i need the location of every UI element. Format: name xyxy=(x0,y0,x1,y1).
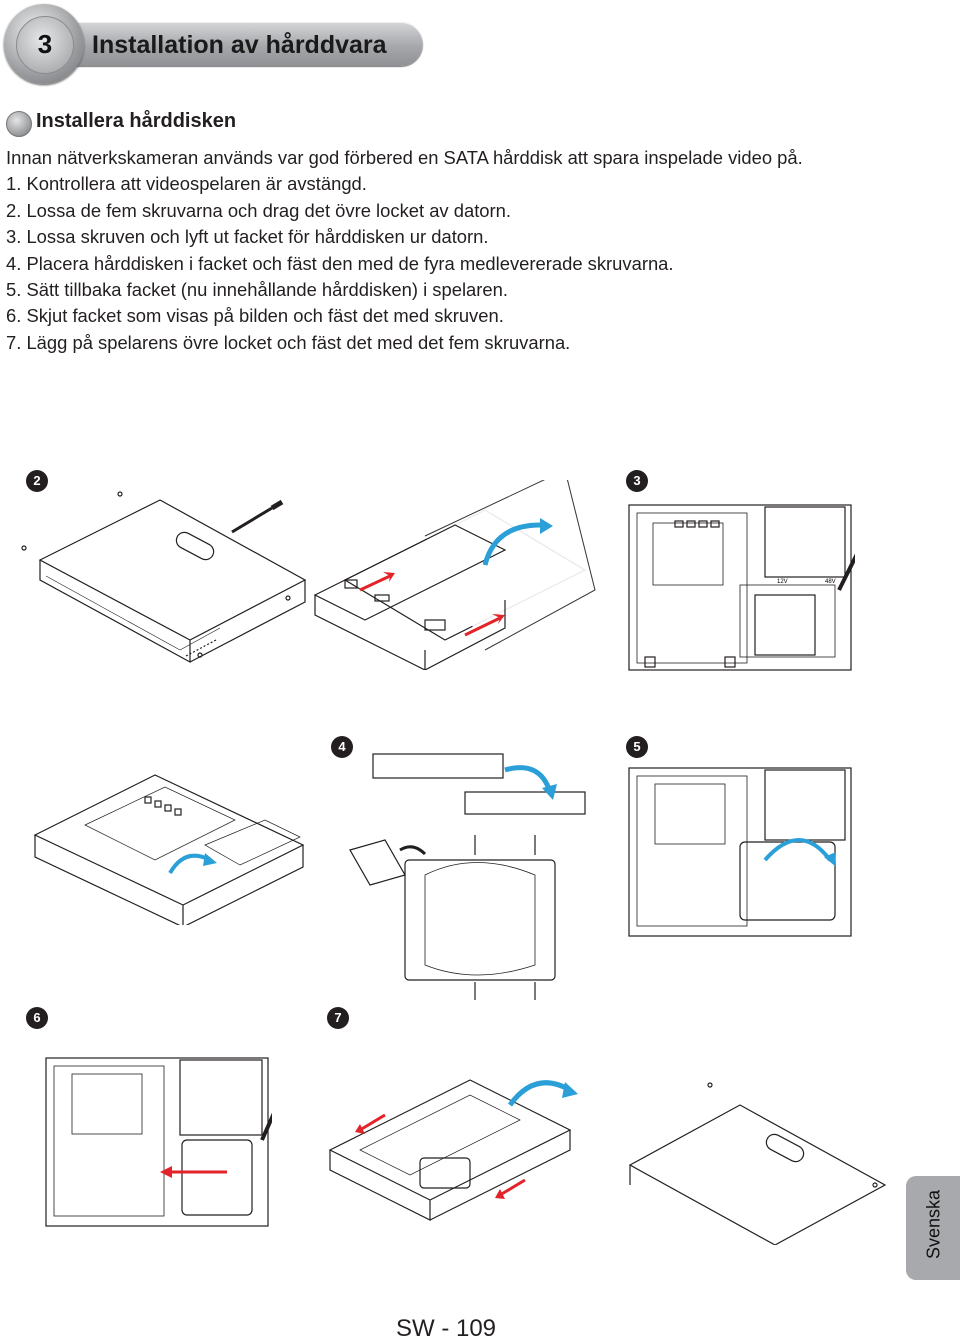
chapter-number: 3 xyxy=(37,29,53,59)
step-1: 1. Kontrollera att videospelaren är avst… xyxy=(6,173,367,195)
figure-6-badge: 6 xyxy=(26,1007,48,1029)
step-4: 4. Placera hårddisken i facket och fäst … xyxy=(6,252,674,274)
bracket-insert-figure xyxy=(628,767,852,937)
figure-5-badge: 5 xyxy=(626,736,648,758)
chapter-number-disc: 3 xyxy=(16,16,74,74)
chapter-title: Installation av hårddvara xyxy=(92,31,387,59)
step-3: 3. Lossa skruven och lyft ut facket för … xyxy=(6,226,489,248)
figure-3-badge: 3 xyxy=(626,470,648,492)
step-7: 7. Lägg på spelarens övre locket och fäs… xyxy=(6,331,571,353)
step-5: 5. Sätt tillbaka facket (nu innehållande… xyxy=(6,279,508,301)
label-12v: 12V xyxy=(777,579,788,585)
cover-removal-figure xyxy=(21,491,307,664)
intro-text: Innan nätverkskameran används var god fö… xyxy=(6,147,803,168)
page-number: SW - 109 xyxy=(396,1315,497,1342)
drive-mounting-figure xyxy=(349,753,586,1000)
label-48v: 48V xyxy=(825,579,836,585)
section-title: Installera hårddisken xyxy=(36,110,237,132)
bracket-removal-figure: 12V 48V xyxy=(628,504,855,671)
cover-slide-figure xyxy=(313,480,596,670)
figure-2-badge: 2 xyxy=(26,470,48,492)
closed-unit-figure xyxy=(628,1082,887,1245)
step-6: 6. Skjut facket som visas på bilden och … xyxy=(6,305,504,327)
chapter-header-bar xyxy=(40,22,423,66)
section-bullet-icon xyxy=(6,111,32,137)
internal-view-figure xyxy=(33,774,305,925)
step-2: 2. Lossa de fem skruvarna och drag det ö… xyxy=(6,199,511,221)
cover-replace-figure xyxy=(328,1079,578,1221)
bracket-reinsert-figure xyxy=(45,1057,272,1227)
chapter-number-badge: 3 xyxy=(4,4,84,84)
figure-7-badge: 7 xyxy=(327,1007,349,1029)
language-tab: Svenska xyxy=(906,1176,960,1280)
figure-4-badge: 4 xyxy=(331,736,353,758)
language-tab-label: Svenska xyxy=(923,1189,944,1260)
instructions: Innan nätverkskameran används var god fö… xyxy=(6,145,956,356)
